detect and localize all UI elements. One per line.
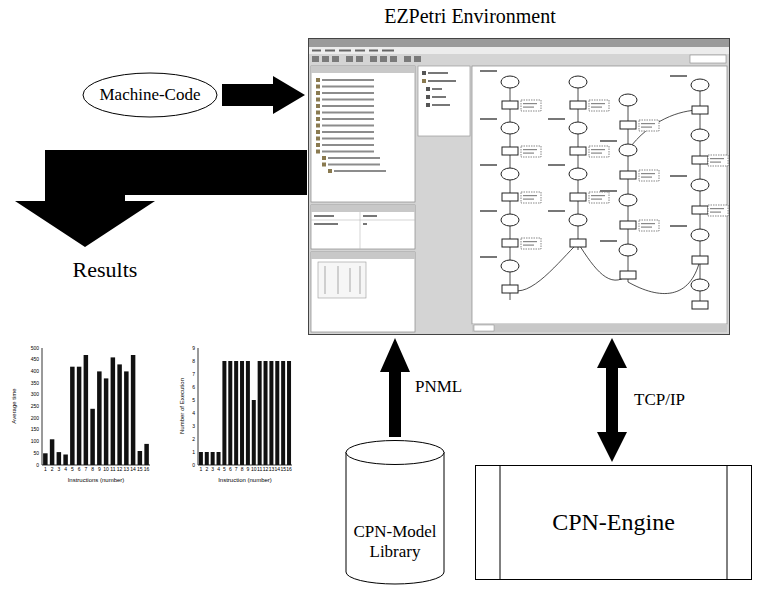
- axis-tick: 200: [31, 416, 39, 421]
- edge-label: TCP/IP: [632, 391, 687, 410]
- axis-tick: 6: [229, 467, 232, 472]
- cylinder-body: [346, 452, 444, 584]
- axis-tick: 7: [235, 467, 238, 472]
- axis-title: Average time: [11, 388, 17, 423]
- tool-window: EZPetri Environment: [308, 38, 730, 335]
- window-border: [309, 39, 730, 335]
- axis-tick: 13: [269, 467, 275, 472]
- block-arrow: [380, 338, 410, 437]
- axis-tick: 8: [192, 359, 195, 364]
- axis-tick: 9: [98, 467, 101, 472]
- axis-tick: 1: [192, 450, 195, 455]
- axis-tick: 10: [103, 467, 109, 472]
- axis-tick: 4: [217, 467, 220, 472]
- results-group: Results: [8, 250, 302, 490]
- axis-tick: 11: [257, 467, 262, 472]
- input-ellipse: Machine-Code: [82, 72, 218, 118]
- edge-label: PNML: [413, 378, 464, 397]
- axis-tick: 7: [84, 467, 87, 472]
- process-border: [476, 466, 752, 580]
- axis-tick: 5: [71, 467, 74, 472]
- process-side-line: [500, 465, 501, 580]
- axis-tick: 250: [31, 404, 39, 409]
- bar-chart-time: [42, 348, 150, 465]
- axis-tick: 1: [200, 467, 203, 472]
- axis-tick: 3: [57, 467, 60, 472]
- axis-tick: 5: [192, 398, 195, 403]
- axis-tick: 0: [192, 463, 195, 468]
- node-label: CPN-Engine: [552, 508, 675, 537]
- node-outline: [345, 440, 445, 585]
- node-label: Machine-Code: [99, 85, 200, 105]
- axis-tick: 3: [192, 424, 195, 429]
- bar-chart-count: [198, 348, 292, 465]
- node-outline: [8, 250, 302, 490]
- process-side-line: [727, 465, 728, 580]
- axis-tick: 2: [51, 467, 54, 472]
- axis-tick: 16: [286, 467, 292, 472]
- axis-tick: 450: [31, 357, 39, 362]
- axis-tick: 14: [275, 467, 281, 472]
- axis-tick: 1: [44, 467, 47, 472]
- axis-title: Number of Execution: [179, 378, 185, 434]
- axis-title: Instruction (number): [218, 477, 272, 483]
- axis-tick: 50: [33, 451, 39, 456]
- axis-tick: 4: [64, 467, 67, 472]
- block-arrow: [222, 76, 305, 114]
- axis-tick: 12: [263, 467, 269, 472]
- axis-tick: 400: [31, 369, 39, 374]
- axis-tick: 7: [192, 372, 195, 377]
- axis-tick: 10: [251, 467, 257, 472]
- axis-tick: 6: [192, 385, 195, 390]
- database-cylinder: CPN-Model Library: [345, 440, 445, 585]
- cylinder-top: [346, 441, 444, 465]
- axis-tick: 16: [144, 467, 150, 472]
- axis-tick: 15: [137, 467, 143, 472]
- axis-tick: 150: [31, 427, 39, 432]
- axis-tick: 14: [130, 467, 136, 472]
- axis-tick: 9: [247, 467, 250, 472]
- block-arrow: [15, 150, 307, 247]
- axis-tick: 13: [124, 467, 130, 472]
- axis-tick: 3: [211, 467, 214, 472]
- axis-tick: 300: [31, 392, 39, 397]
- engine-box: CPN-Engine: [475, 465, 752, 580]
- axis-tick: 8: [241, 467, 244, 472]
- axis-tick: 6: [78, 467, 81, 472]
- axis-tick: 9: [192, 346, 195, 351]
- block-arrow: [597, 338, 627, 462]
- axis-tick: 2: [205, 467, 208, 472]
- ellipse-outline: [83, 73, 217, 117]
- axis-tick: 0: [36, 463, 39, 468]
- tool-screenshot: [308, 38, 730, 335]
- axis-tick: 2: [192, 437, 195, 442]
- axis-tick: 5: [223, 467, 226, 472]
- axis-tick: 15: [280, 467, 286, 472]
- axis-tick: 100: [31, 439, 39, 444]
- axis-title: Instructions (number): [68, 477, 125, 483]
- axis-tick: 4: [192, 411, 195, 416]
- axis-tick: 12: [117, 467, 123, 472]
- node-outline: [308, 38, 730, 335]
- axis-tick: 11: [110, 467, 115, 472]
- node-label: EZPetri Environment: [384, 4, 556, 28]
- axis-tick: 8: [91, 467, 94, 472]
- node-label: CPN-Model Library: [350, 522, 440, 563]
- node-label: Results: [73, 257, 138, 283]
- axis-tick: 500: [31, 346, 39, 351]
- axis-tick: 350: [31, 381, 39, 386]
